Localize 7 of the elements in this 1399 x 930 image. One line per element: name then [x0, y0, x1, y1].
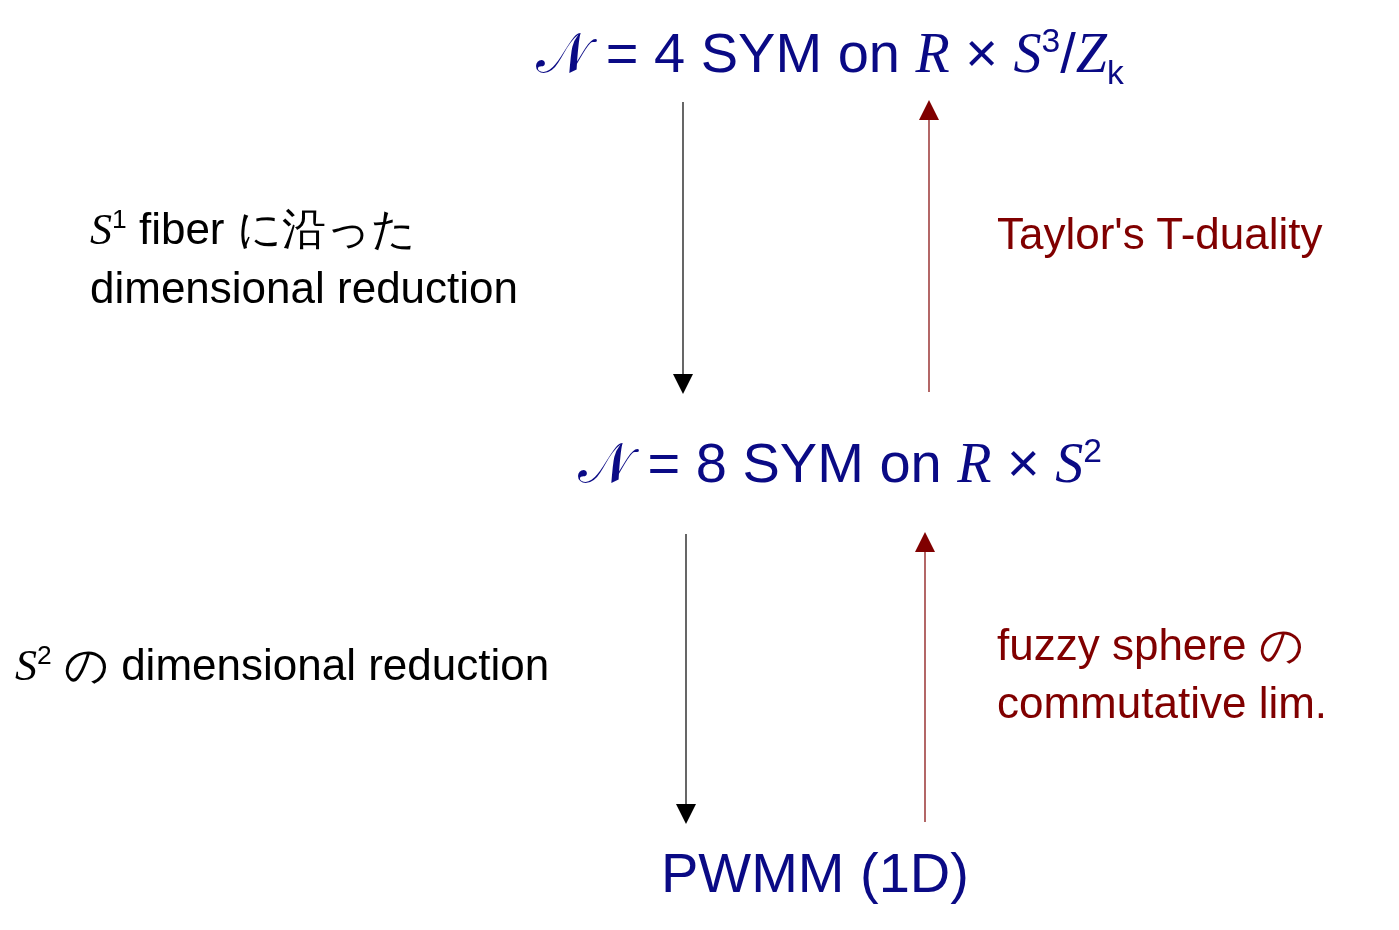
arrow — [673, 101, 693, 394]
arrow — [676, 533, 696, 824]
arrow — [915, 532, 935, 823]
node-title: 𝒩 = 4 SYM on R × S$^{3}$/Z$_{k}$ — [536, 19, 1124, 93]
node-title: 𝒩 = 8 SYM on R × S$^{2}$ — [578, 430, 1102, 496]
node-title: PWMM (1D) — [661, 839, 969, 905]
arrow — [919, 100, 939, 393]
